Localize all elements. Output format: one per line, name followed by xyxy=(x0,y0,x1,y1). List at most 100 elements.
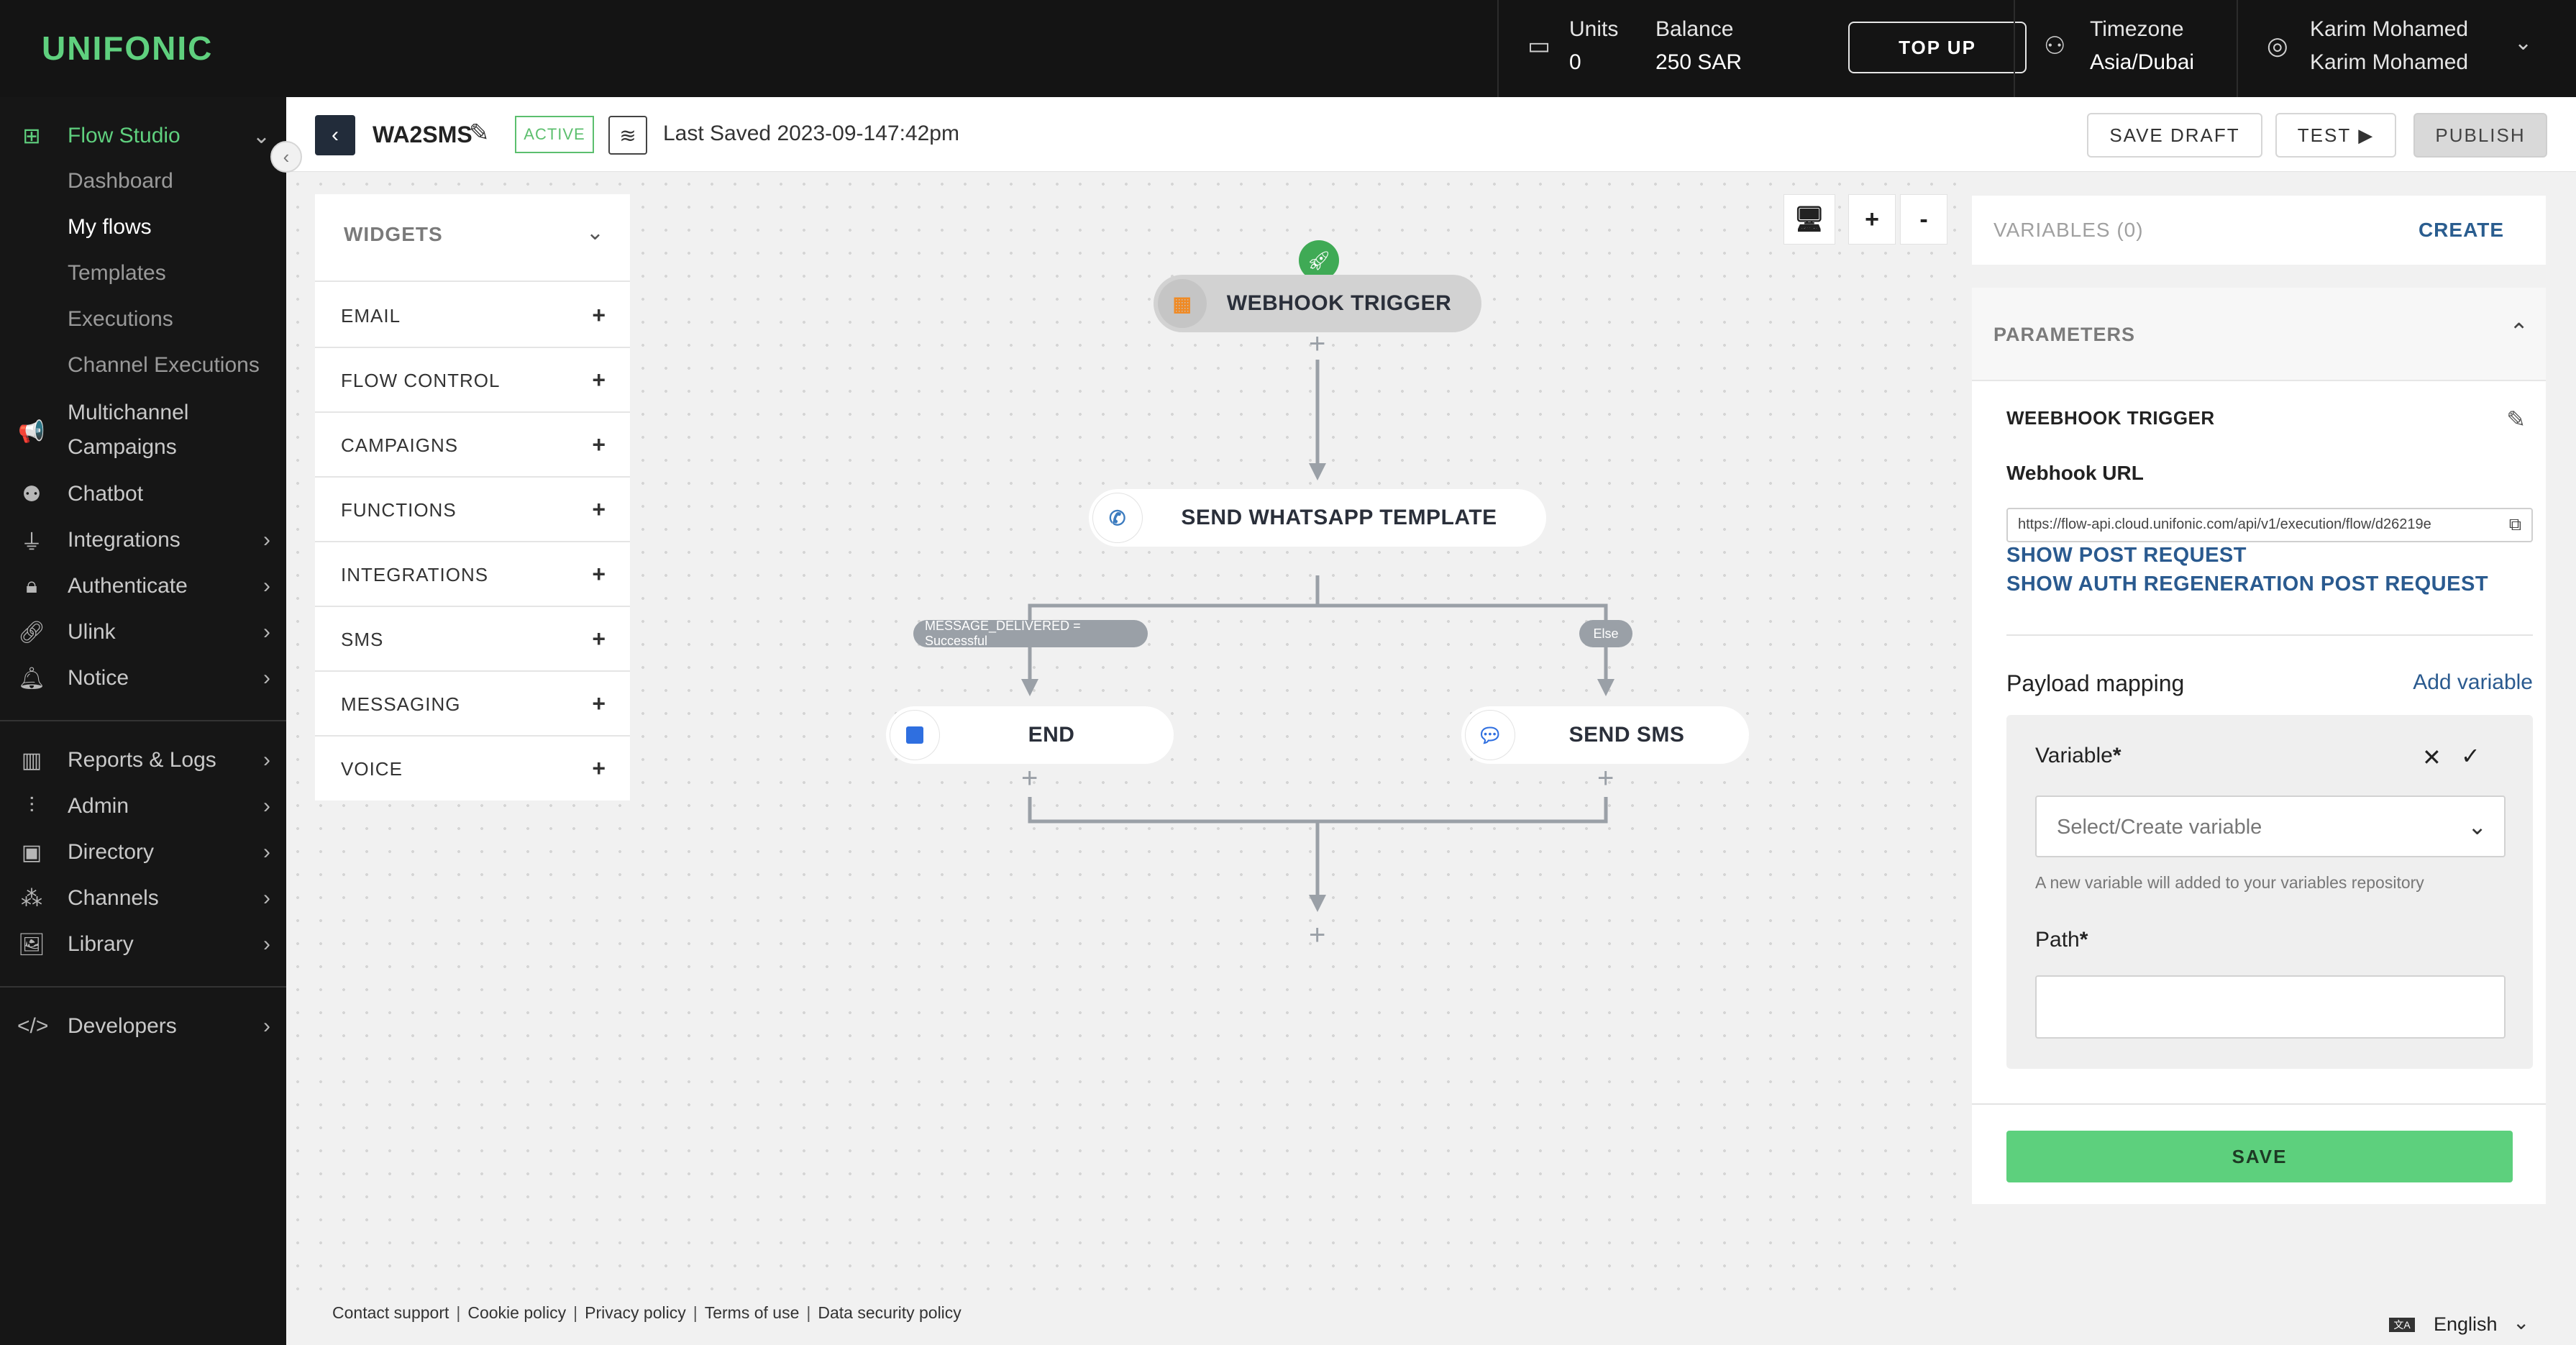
top-up-button[interactable]: TOP UP xyxy=(1848,22,2027,73)
user-name[interactable]: Karim Mohamed xyxy=(2310,17,2469,41)
top-bar: UNIFONIC ▭ Units 0 Balance 250 SAR TOP U… xyxy=(0,0,2576,97)
chevron-down-icon: ⌄ xyxy=(252,124,270,148)
add-step-plus[interactable]: + xyxy=(1309,328,1326,360)
path-input[interactable] xyxy=(2035,975,2506,1039)
publish-button[interactable]: PUBLISH xyxy=(2413,113,2547,158)
show-post-request-link[interactable]: SHOW POST REQUEST xyxy=(2006,544,2247,567)
timezone-value[interactable]: Asia/Dubai xyxy=(2090,50,2195,74)
edge-label-delivered[interactable]: MESSAGE_DELIVERED = Successful xyxy=(913,619,1148,648)
sidebar-item-chatbot[interactable]: ⚉ Chatbot xyxy=(0,474,286,514)
zoom-in-button[interactable]: + xyxy=(1848,194,1896,245)
widget-category[interactable]: EMAIL+ xyxy=(315,283,630,348)
widget-category[interactable]: SMS+ xyxy=(315,607,630,672)
sidebar-item-notice[interactable]: 🔔︎ Notice › xyxy=(0,658,286,698)
timezone-label: Timezone xyxy=(2090,17,2184,41)
sidebar-item-library[interactable]: 🖼︎ Library › xyxy=(0,924,286,965)
node-send-whatsapp-template[interactable]: ✆ SEND WHATSAPP TEMPLATE xyxy=(1089,489,1546,547)
widget-category[interactable]: INTEGRATIONS+ xyxy=(315,542,630,607)
play-icon: ▶ xyxy=(2358,124,2375,146)
sidebar-item-ulink[interactable]: 🔗︎ Ulink › xyxy=(0,612,286,652)
bell-icon: 🔔︎ xyxy=(17,666,46,690)
widget-category[interactable]: FLOW CONTROL+ xyxy=(315,348,630,413)
plus-icon: + xyxy=(592,626,606,652)
widget-category[interactable]: FUNCTIONS+ xyxy=(315,478,630,542)
widgets-panel: WIDGETS ⌄ EMAIL+ FLOW CONTROL+ CAMPAIGNS… xyxy=(315,194,630,801)
sidebar-item-authenticate[interactable]: 🔒︎ Authenticate › xyxy=(0,566,286,606)
edit-icon[interactable]: ✎ xyxy=(469,119,490,147)
widget-category[interactable]: CAMPAIGNS+ xyxy=(315,413,630,478)
sidebar-item-integrations[interactable]: ⏚ Integrations › xyxy=(0,520,286,560)
plus-icon: + xyxy=(592,561,606,587)
chevron-down-icon[interactable]: ⌄ xyxy=(2514,31,2533,55)
sidebar-item-multichannel-campaigns[interactable]: 📢 Multichannel Campaigns xyxy=(0,398,286,470)
save-draft-button[interactable]: SAVE DRAFT xyxy=(2087,113,2262,158)
sidebar-sub-channel-executions[interactable]: Channel Executions xyxy=(68,353,260,377)
sidebar-item-reports-logs[interactable]: ▥ Reports & Logs › xyxy=(0,740,286,780)
chevron-right-icon: › xyxy=(263,528,270,552)
link-icon: 🔗︎ xyxy=(17,620,46,644)
widget-category[interactable]: VOICE+ xyxy=(315,737,630,801)
footer-link-terms-of-use[interactable]: Terms of use xyxy=(704,1303,800,1322)
path-label-text: Path xyxy=(2035,928,2080,952)
widgets-header[interactable]: WIDGETS ⌄ xyxy=(315,194,630,282)
chevron-down-icon: ⌄ xyxy=(585,221,604,245)
node-webhook-trigger[interactable]: ▦ WEBHOOK TRIGGER xyxy=(1154,275,1481,332)
create-variable-button[interactable]: CREATE xyxy=(2418,219,2504,241)
chevron-right-icon: › xyxy=(263,840,270,864)
user-account: Karim Mohamed xyxy=(2310,50,2469,74)
node-send-sms[interactable]: 💬︎ SEND SMS xyxy=(1461,706,1749,764)
variable-select[interactable]: Select/Create variable ⌄ xyxy=(2035,795,2506,857)
chevron-down-icon[interactable]: ⌄ xyxy=(2513,1311,2530,1333)
sidebar-item-label: Ulink xyxy=(68,620,116,644)
check-icon[interactable]: ✓ xyxy=(2461,743,2480,769)
widget-category-label: EMAIL xyxy=(341,305,401,327)
grid-icon: ▦ xyxy=(1158,279,1207,328)
save-button[interactable]: SAVE xyxy=(2006,1131,2513,1182)
webhook-url-field[interactable]: https://flow-api.cloud.unifonic.com/api/… xyxy=(2006,508,2533,542)
parameters-panel: PARAMETERS ⌃ WEEBHOOK TRIGGER ✎ Webhook … xyxy=(1972,288,2546,1204)
close-icon[interactable]: ✕ xyxy=(2422,744,2442,770)
widget-category-label: CAMPAIGNS xyxy=(341,434,459,456)
sidebar-sub-executions[interactable]: Executions xyxy=(68,307,173,331)
edit-icon[interactable]: ✎ xyxy=(2506,406,2526,432)
sidebar-item-directory[interactable]: ▣ Directory › xyxy=(0,832,286,872)
back-button[interactable]: ‹ xyxy=(315,115,355,155)
sidebar-sub-my-flows[interactable]: My flows xyxy=(68,215,152,239)
divider xyxy=(2006,634,2533,636)
layers-icon[interactable]: ≋ xyxy=(608,116,647,155)
sidebar-sub-templates[interactable]: Templates xyxy=(68,261,166,285)
add-step-plus[interactable]: + xyxy=(1309,919,1326,951)
sidebar-collapse-button[interactable]: ‹ xyxy=(270,141,302,173)
sidebar-sub-dashboard[interactable]: Dashboard xyxy=(68,169,173,193)
variables-title[interactable]: VARIABLES (0) xyxy=(1993,219,2144,241)
sliders-icon: ⫶ xyxy=(29,794,35,818)
sidebar-item-channels[interactable]: ⁂ Channels › xyxy=(0,878,286,918)
plus-icon: + xyxy=(592,367,606,393)
sidebar-item-flow-studio[interactable]: ⊞ Flow Studio ⌄ xyxy=(0,116,286,156)
add-variable-link[interactable]: Add variable xyxy=(2413,670,2533,694)
show-auth-regeneration-link[interactable]: SHOW AUTH REGENERATION POST REQUEST xyxy=(2006,573,2489,596)
edge-label-else[interactable]: Else xyxy=(1579,620,1632,647)
sidebar-item-admin[interactable]: ⫶ Admin › xyxy=(0,786,286,826)
node-end[interactable]: END xyxy=(886,706,1174,764)
test-button[interactable]: TEST ▶ xyxy=(2275,113,2396,158)
footer-link-privacy-policy[interactable]: Privacy policy xyxy=(585,1303,686,1322)
language-selector[interactable]: English xyxy=(2434,1313,2498,1335)
sidebar-item-developers[interactable]: </> Developers › xyxy=(0,1006,286,1047)
sidebar-item-label: Channels xyxy=(68,886,159,910)
widget-category[interactable]: MESSAGING+ xyxy=(315,672,630,737)
variable-label: Variable* xyxy=(2035,744,2121,767)
parameters-header[interactable]: PARAMETERS ⌃ xyxy=(1972,288,2546,381)
footer-links: Contact support| Cookie policy| Privacy … xyxy=(332,1303,962,1322)
webhook-url-value: https://flow-api.cloud.unifonic.com/api/… xyxy=(2018,516,2431,532)
footer-link-data-security-policy[interactable]: Data security policy xyxy=(818,1303,962,1322)
variable-select-placeholder: Select/Create variable xyxy=(2057,816,2262,839)
desktop-view-icon[interactable]: 🖥︎ xyxy=(1783,194,1835,245)
zoom-out-button[interactable]: - xyxy=(1900,194,1947,245)
footer-link-contact-support[interactable]: Contact support xyxy=(332,1303,449,1322)
copy-icon[interactable]: ⧉ xyxy=(2508,515,2521,534)
unifonic-logo[interactable]: UNIFONIC xyxy=(42,29,214,67)
add-step-plus[interactable]: + xyxy=(1597,762,1614,794)
add-step-plus[interactable]: + xyxy=(1021,762,1038,794)
footer-link-cookie-policy[interactable]: Cookie policy xyxy=(467,1303,567,1322)
